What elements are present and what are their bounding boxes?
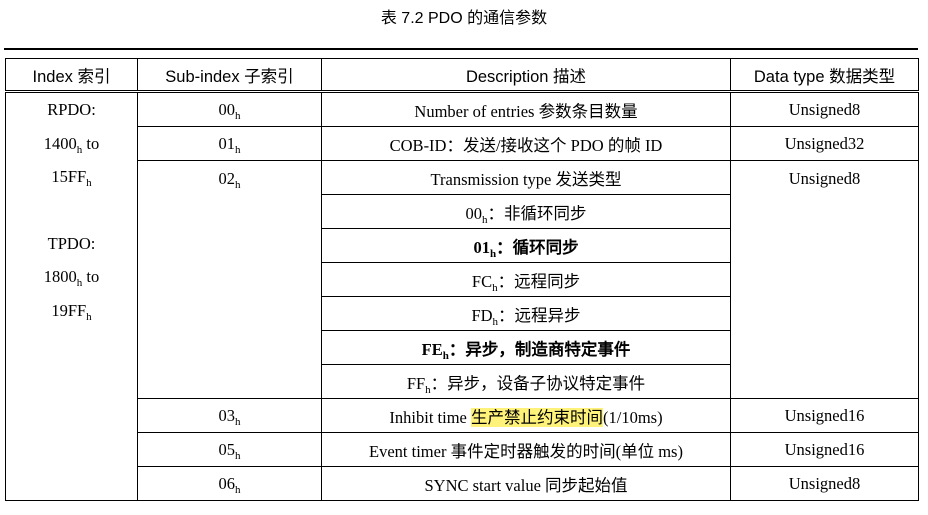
header-datatype: Data type 数据类型 xyxy=(730,58,919,93)
description-cell: Inhibit time 生产禁止约束时间(1/10ms) xyxy=(321,398,731,433)
description-cell: COB-ID：发送/接收这个 PDO 的帧 ID xyxy=(321,126,731,161)
datatype-cell: Unsigned32 xyxy=(730,126,919,161)
table-row: RPDO: 1400h to 15FFh TPDO: 1800h to 19FF… xyxy=(5,91,919,501)
header-description: Description 描述 xyxy=(321,58,731,93)
tpdo-range-start: 1800h to xyxy=(43,267,100,289)
header-row: Index 索引 Sub-index 子索引 Description 描述 Da… xyxy=(5,58,919,93)
transmission-option: FCh：远程同步 xyxy=(321,262,731,297)
datatype-cell: Unsigned8 xyxy=(730,466,919,501)
rpdo-label: RPDO: xyxy=(47,100,96,119)
rpdo-range-end: 15FFh xyxy=(51,167,92,189)
transmission-option: 01h：循环同步 xyxy=(321,228,731,263)
subindex-cell: 01h xyxy=(137,126,322,161)
subindex-cell: 06h xyxy=(137,466,322,501)
table-row: 06h SYNC start value 同步起始值 Unsigned8 xyxy=(6,466,919,501)
subindex-cell: 02h xyxy=(137,160,322,399)
index-range-cell: RPDO: 1400h to 15FFh TPDO: 1800h to 19FF… xyxy=(5,91,138,501)
table-row: 03h Inhibit time 生产禁止约束时间(1/10ms) Unsign… xyxy=(6,398,919,433)
table-row: 05h Event timer 事件定时器触发的时间(单位 ms) Unsign… xyxy=(6,432,919,467)
transmission-type-row: 02h Transmission type 发送类型 Unsigned8 xyxy=(6,160,919,399)
tpdo-label: TPDO: xyxy=(47,233,96,253)
datatype-cell: Unsigned8 xyxy=(730,91,919,127)
transmission-option-row: FCh：远程同步 xyxy=(6,262,919,297)
description-cell: Transmission type 发送类型 xyxy=(321,160,731,195)
transmission-option: 00h：非循环同步 xyxy=(321,194,731,229)
datatype-cell: Unsigned16 xyxy=(730,432,919,467)
transmission-option-row: FEh：异步，制造商特定事件 xyxy=(6,330,919,365)
table-top-rule xyxy=(4,48,918,50)
tpdo-range-end: 19FFh xyxy=(51,300,92,323)
description-cell: SYNC start value 同步起始值 xyxy=(321,466,731,501)
transmission-option: FDh：远程异步 xyxy=(321,296,731,331)
subindex-cell: 05h xyxy=(137,432,322,467)
datatype-cell: Unsigned8 xyxy=(730,160,919,399)
pdo-communication-parameter-table: Index 索引 Sub-index 子索引 Description 描述 Da… xyxy=(5,58,919,501)
table-row: 01h COB-ID：发送/接收这个 PDO 的帧 ID Unsigned32 xyxy=(6,126,919,161)
header-index: Index 索引 xyxy=(5,58,138,93)
subindex-cell: 00h xyxy=(137,91,322,127)
table-caption: 表 7.2 PDO 的通信参数 xyxy=(380,10,548,27)
subindex-cell: 03h xyxy=(137,398,322,433)
rpdo-range-start: 1400h to xyxy=(43,133,100,156)
description-cell: Number of entries 参数条目数量 xyxy=(321,91,731,127)
transmission-option: FFh：异步，设备子协议特定事件 xyxy=(321,364,731,399)
highlighted-text: 生产禁止约束时间 xyxy=(470,407,603,427)
description-cell: Event timer 事件定时器触发的时间(单位 ms) xyxy=(321,432,731,467)
transmission-option-row: FDh：远程异步 xyxy=(6,296,919,331)
header-subindex: Sub-index 子索引 xyxy=(137,58,322,93)
transmission-option: FEh：异步，制造商特定事件 xyxy=(321,330,731,365)
transmission-option-row: 01h：循环同步 xyxy=(6,228,919,263)
datatype-cell: Unsigned16 xyxy=(730,398,919,433)
